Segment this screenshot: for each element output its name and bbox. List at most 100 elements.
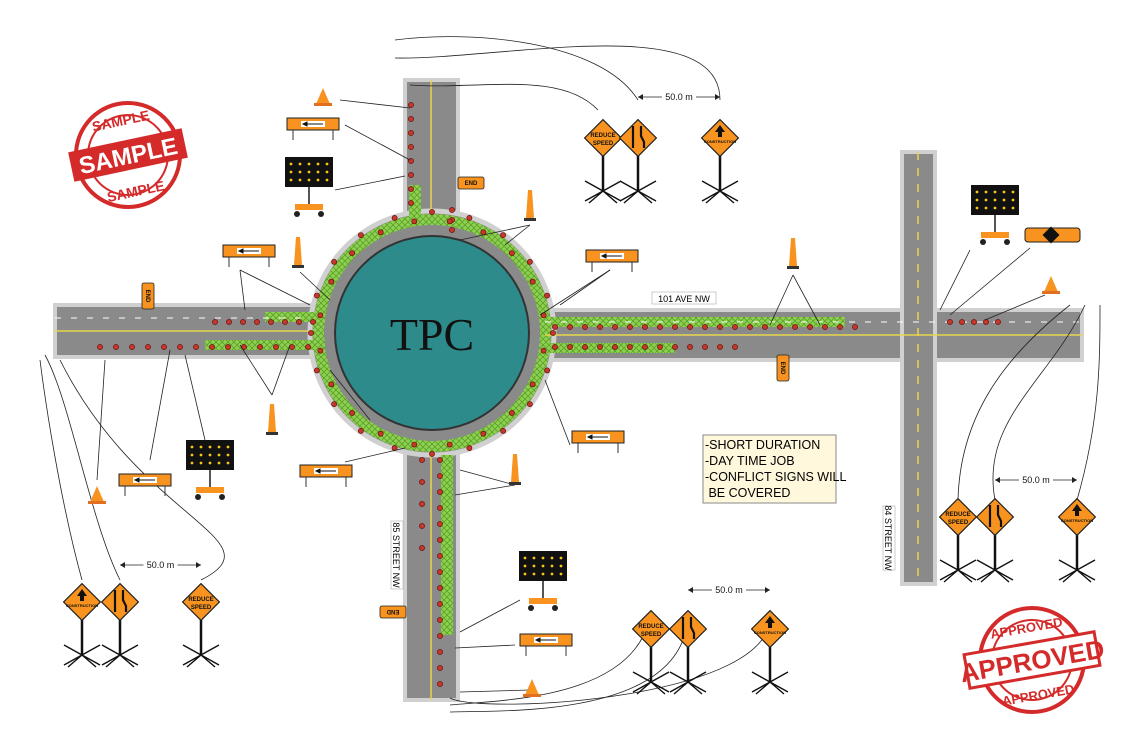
drum	[529, 381, 536, 388]
drum	[822, 324, 828, 330]
arrow-left-icon	[133, 477, 155, 483]
arrow-left-icon	[534, 637, 556, 643]
drum	[113, 344, 119, 350]
drum	[377, 430, 384, 437]
arrow-board-trailer	[519, 551, 567, 611]
drum	[328, 381, 335, 388]
drum	[777, 324, 783, 330]
arrow-board-trailer	[285, 157, 333, 217]
drum	[627, 324, 633, 330]
drum	[642, 344, 648, 350]
sign-text: SPEED	[641, 632, 662, 638]
roads: TPC	[53, 78, 1084, 702]
traffic-cone	[88, 486, 106, 504]
drum	[657, 344, 663, 350]
arrow-barricade	[222, 244, 276, 267]
drum	[282, 319, 288, 325]
center-title: TPC	[390, 309, 474, 360]
arrow-barricade	[299, 464, 353, 487]
drum	[408, 186, 414, 192]
drum	[408, 116, 414, 122]
drum	[837, 324, 843, 330]
drum	[947, 319, 953, 325]
drum	[437, 601, 443, 607]
arrow-board-trailer	[971, 185, 1019, 245]
drum	[411, 218, 418, 225]
arrow-left-icon	[600, 253, 622, 259]
drum	[612, 324, 618, 330]
lane-closed-icon	[631, 126, 646, 148]
drum	[959, 319, 965, 325]
drum	[983, 319, 989, 325]
lane-closed-icon	[988, 505, 1003, 527]
drum	[437, 665, 443, 671]
construction-sign: CONSTRUCTION	[750, 609, 790, 695]
drum	[437, 537, 443, 543]
drum	[437, 505, 443, 511]
arrow-board-trailer	[186, 440, 234, 500]
street-label-85-street: 85 STREET NW	[390, 520, 404, 590]
drum	[408, 144, 414, 150]
drum	[331, 258, 338, 265]
street-name: 84 STREET NW	[883, 505, 893, 571]
drum	[317, 347, 324, 354]
lane-closed-icon	[113, 590, 128, 612]
work-zone-east-2	[545, 343, 675, 353]
drum	[429, 451, 435, 457]
drum	[627, 344, 633, 350]
drum	[480, 229, 487, 236]
drum	[544, 292, 550, 299]
sign-text: END	[144, 290, 150, 303]
sample-stamp: SAMPLE SAMPLE SAMPLE	[68, 101, 188, 209]
drum	[254, 319, 260, 325]
svg-text:APPROVED: APPROVED	[1001, 681, 1075, 708]
drum	[582, 344, 588, 350]
drum	[466, 215, 473, 221]
sign-text: CONSTRUCTION	[66, 603, 98, 608]
sign-text: REDUCE	[590, 133, 615, 139]
leader-lines	[39, 36, 1101, 713]
drum	[509, 250, 515, 256]
arrow-left-icon	[314, 468, 336, 474]
drum	[449, 227, 455, 233]
traffic-cone	[523, 679, 541, 697]
arrow-left-icon	[237, 248, 259, 254]
drum	[310, 319, 316, 325]
lane-closed-icon	[681, 617, 696, 639]
drum	[612, 344, 618, 350]
drum	[357, 427, 364, 434]
drum	[509, 410, 515, 416]
drum	[308, 330, 314, 336]
drum	[193, 344, 199, 350]
drum	[732, 344, 738, 350]
sign-text: SPEED	[191, 605, 212, 611]
drum	[145, 344, 151, 350]
dimension-50m: 50.0 m	[688, 584, 770, 596]
drum	[437, 649, 443, 655]
drum	[226, 319, 232, 325]
sign-text: END	[386, 608, 399, 614]
arrow-up-icon	[715, 125, 725, 137]
drum	[129, 344, 135, 350]
traffic-cone	[524, 190, 536, 221]
sign-text: END	[465, 181, 478, 187]
sign-text: REDUCE	[638, 624, 663, 630]
drum	[437, 585, 443, 591]
drum	[642, 324, 648, 330]
drum	[305, 344, 311, 350]
drum	[273, 344, 279, 350]
drum	[567, 324, 573, 330]
notes-box: -SHORT DURATION -DAY TIME JOB -CONFLICT …	[702, 434, 847, 504]
sign-text: CONSTRUCTION	[754, 630, 786, 635]
drum	[672, 344, 678, 350]
drum	[97, 344, 103, 350]
drum	[408, 200, 414, 206]
street-label-84-street: 84 STREET NW	[882, 505, 896, 571]
drum	[314, 367, 320, 374]
drum	[328, 278, 335, 285]
arrow-up-icon	[765, 616, 775, 628]
drum	[552, 324, 558, 330]
arrow-up-icon	[1072, 504, 1082, 516]
sign-text: END	[779, 362, 785, 375]
